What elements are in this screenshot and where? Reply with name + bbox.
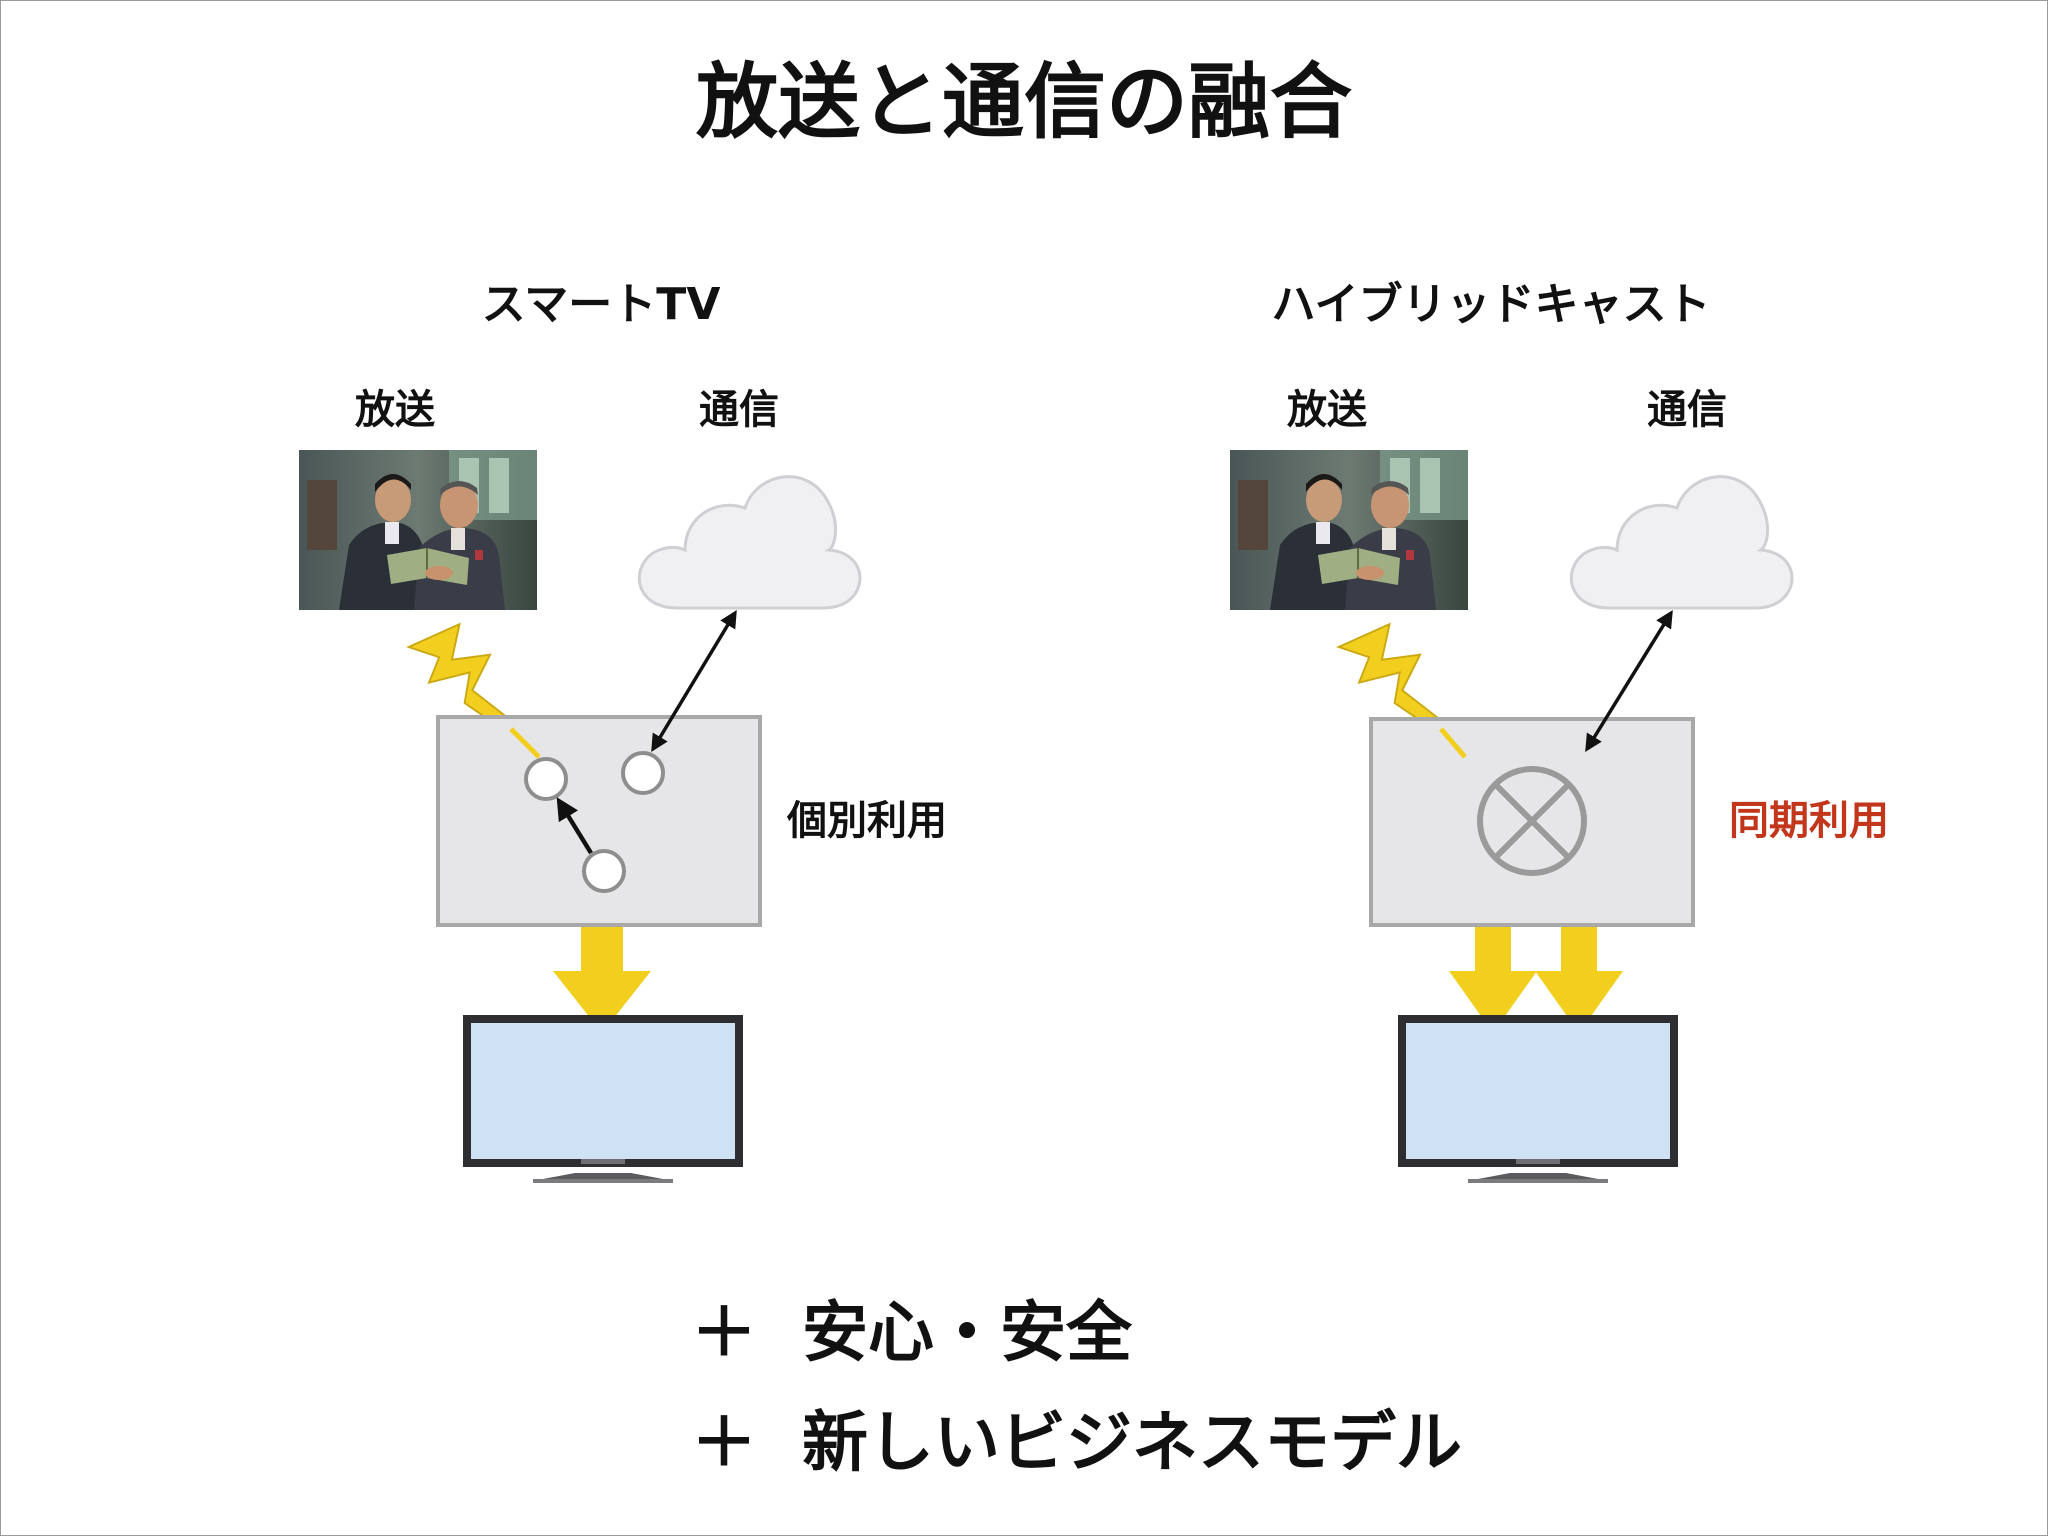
left-tv-icon bbox=[463, 1015, 743, 1183]
left-receiver-box bbox=[436, 715, 762, 927]
right-output-arrow-2 bbox=[1535, 927, 1623, 1033]
left-node-broadcast bbox=[524, 757, 568, 801]
left-output-arrow bbox=[553, 927, 651, 1033]
bullet-text: 新しいビジネスモデル bbox=[801, 1404, 1462, 1481]
left-telecom-arrow bbox=[651, 610, 737, 752]
right-output-arrow-1 bbox=[1449, 927, 1537, 1033]
left-telecom-label: 通信 bbox=[699, 387, 779, 433]
left-cloud-icon bbox=[637, 475, 862, 610]
bullet-business-model: ＋ 新しいビジネスモデル bbox=[691, 1403, 1462, 1483]
left-node-telecom bbox=[621, 751, 665, 795]
multiply-circle-icon bbox=[1477, 766, 1587, 876]
right-telecom-arrow bbox=[1585, 610, 1673, 752]
bullet-safety: ＋ 安心・安全 bbox=[691, 1293, 1132, 1373]
right-telecom-label: 通信 bbox=[1647, 387, 1727, 433]
left-node-app bbox=[582, 849, 626, 893]
right-broadcast-label: 放送 bbox=[1287, 387, 1367, 433]
left-broadcast-label: 放送 bbox=[355, 387, 435, 433]
smart-tv-diagram bbox=[299, 450, 862, 1183]
left-internal-arrow bbox=[556, 797, 593, 855]
bullet-marker: ＋ bbox=[691, 1404, 757, 1481]
synchronized-use-label: 同期利用 bbox=[1729, 798, 1889, 844]
right-cloud-icon bbox=[1569, 475, 1794, 610]
hybridcast-diagram bbox=[1230, 450, 1794, 1183]
left-broadcast-photo bbox=[299, 450, 537, 610]
individual-use-label: 個別利用 bbox=[787, 798, 947, 844]
right-broadcast-photo bbox=[1230, 450, 1468, 610]
hybridcast-heading: ハイブリッドキャスト bbox=[1271, 279, 1711, 330]
bullet-text: 安心・安全 bbox=[801, 1294, 1132, 1371]
smart-tv-heading: スマートTV bbox=[481, 279, 721, 330]
slide-title: 放送と通信の融合 bbox=[695, 55, 1352, 150]
bullet-marker: ＋ bbox=[691, 1294, 757, 1371]
right-tv-icon bbox=[1398, 1015, 1678, 1183]
